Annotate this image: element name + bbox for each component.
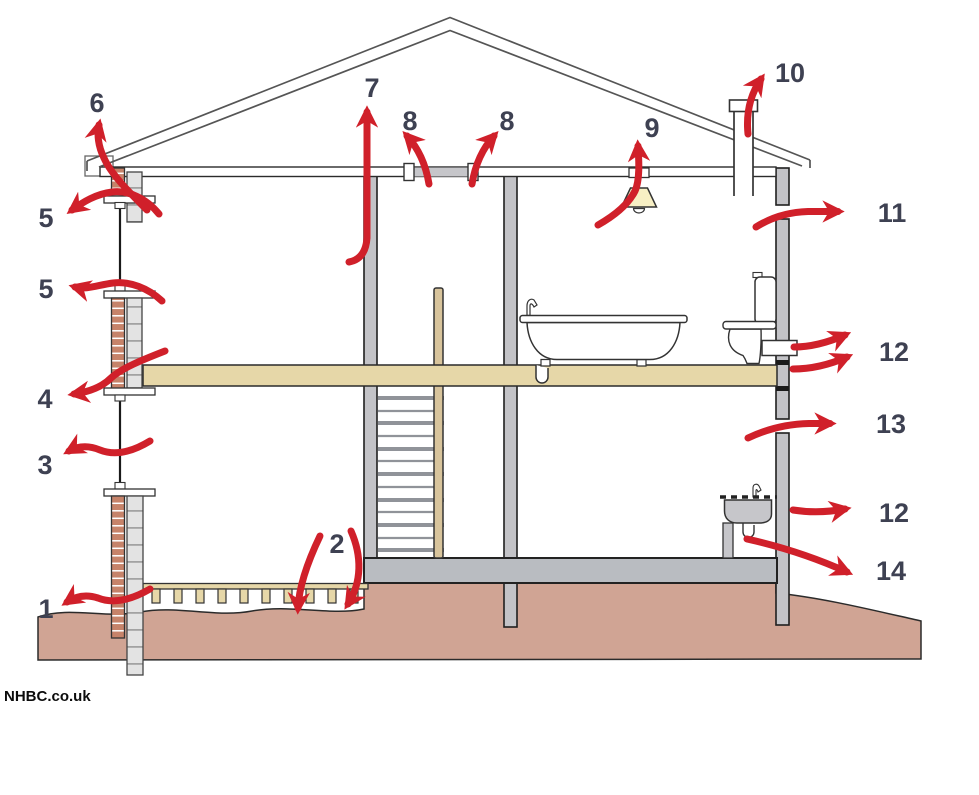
leakage-arrow-4 [67, 347, 169, 403]
floor-joist [327, 588, 337, 604]
bath-foot-right [636, 358, 647, 367]
bath-tap [526, 298, 538, 317]
leakage-arrow-14 [743, 535, 854, 576]
window-vent-block-lower [114, 394, 126, 402]
right-wall-lower [775, 432, 790, 626]
floor-joist [239, 588, 249, 604]
window-sill-lower [103, 488, 156, 497]
leakage-arrow-8-right [468, 131, 499, 188]
leakage-arrow-10 [742, 73, 765, 138]
roof-outer-line [86, 16, 811, 162]
leakage-arrow-2-left [287, 532, 324, 615]
window-vent-block [114, 201, 126, 210]
floor-joist [195, 588, 205, 604]
ceiling-duct [403, 162, 479, 182]
ground-floor-slab [363, 557, 778, 584]
window-sill-block-lower [114, 481, 126, 490]
leakage-arrow-12-basin [789, 500, 852, 523]
label-4: 4 [37, 384, 52, 414]
flue-collar [728, 99, 759, 113]
toilet-bowl [727, 328, 762, 365]
basin-tap [752, 483, 762, 498]
right-wall-upper [775, 167, 790, 206]
bath-trap [535, 365, 549, 384]
leakage-arrow-2-right [344, 527, 366, 610]
toilet-seat [722, 320, 777, 330]
window-head-lower [103, 387, 156, 396]
roof [86, 16, 811, 171]
flue-pipe [728, 99, 759, 196]
floor-deck [142, 582, 369, 590]
first-floor-slab [142, 364, 778, 387]
roof-inner-line [98, 29, 803, 168]
floor-joist [305, 588, 315, 604]
bath [519, 298, 688, 384]
staircase [378, 396, 444, 552]
label-14: 14 [876, 556, 906, 586]
wall-floor-tick-top [776, 360, 789, 365]
leakage-arrows [61, 73, 854, 615]
light-bulb [632, 207, 646, 214]
floor-joist [151, 588, 161, 604]
leakage-arrow-13 [744, 412, 837, 442]
label-8-right: 8 [499, 106, 514, 136]
bath-body [526, 321, 681, 361]
stair-newel-post [433, 287, 444, 559]
basin-bowl [723, 499, 773, 524]
leakage-arrow-11 [752, 200, 845, 231]
leakage-arrow-6 [84, 118, 151, 214]
inner-leaf-foundation [126, 495, 144, 676]
floor-joist [173, 588, 183, 604]
label-9: 9 [644, 113, 659, 143]
floor-joist [283, 588, 293, 604]
label-12-toilet: 12 [879, 337, 909, 367]
leakage-arrow-5-upper [66, 188, 163, 218]
leakage-arrow-12-toilet-b [789, 353, 854, 374]
label-10: 10 [775, 58, 805, 88]
label-7: 7 [364, 73, 379, 103]
leakage-arrow-9 [594, 139, 651, 229]
leakage-arrow-8-left [402, 131, 433, 188]
brick-pier-lower [110, 495, 126, 639]
leakage-arrow-7 [345, 105, 379, 266]
label-1: 1 [38, 594, 53, 624]
label-5-upper: 5 [38, 203, 53, 233]
duct-cap-left [403, 162, 415, 182]
toilet-cistern [754, 276, 777, 325]
label-3: 3 [37, 450, 52, 480]
bath-foot-left [540, 358, 551, 367]
leakage-arrow-12-toilet-a [790, 331, 852, 352]
label-2: 2 [329, 529, 344, 559]
leakage-arrow-5-lower [68, 279, 166, 305]
label-11: 11 [878, 198, 907, 228]
basin-pedestal [722, 522, 734, 559]
suspended-timber-floor [142, 582, 369, 604]
label-5-lower: 5 [38, 274, 53, 304]
inner-leaf-mid [126, 297, 143, 389]
number-labels: 1 2 3 4 5 5 6 7 8 8 9 10 11 12 13 12 14 [37, 58, 909, 624]
label-6: 6 [89, 88, 104, 118]
brand-url: NHBC.co.uk [4, 688, 91, 705]
basin-trap [742, 523, 755, 539]
label-12-basin: 12 [879, 498, 909, 528]
label-8-left: 8 [402, 106, 417, 136]
floor-joist [217, 588, 227, 604]
floor-joist [261, 588, 271, 604]
label-13: 13 [876, 409, 906, 439]
leakage-arrow-3 [63, 433, 154, 457]
toilet [722, 271, 798, 365]
duct-body [413, 167, 469, 177]
wall-floor-tick-bottom [776, 386, 789, 391]
wash-basin [720, 483, 777, 559]
bath-rim [519, 314, 688, 324]
leakage-arrow-1 [61, 583, 154, 606]
right-external-wall [775, 167, 790, 626]
